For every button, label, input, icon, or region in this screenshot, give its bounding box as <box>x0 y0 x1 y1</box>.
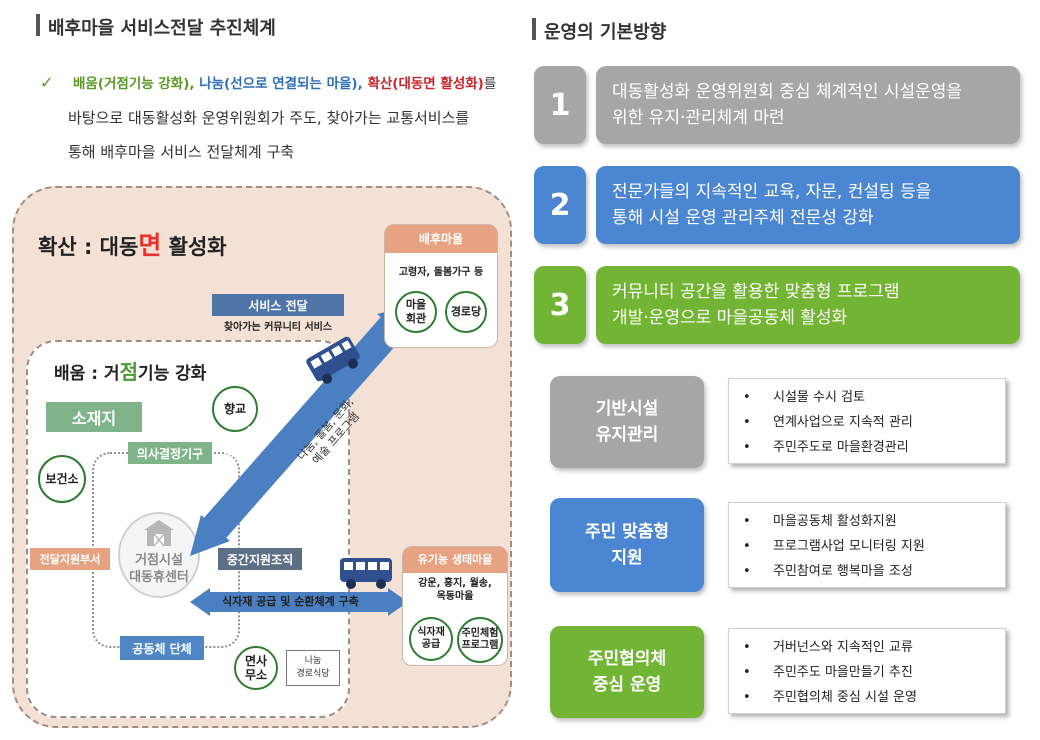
bullet-item: •시설물 수시 검토 <box>743 390 865 405</box>
category-3-tile: 주민협의체 중심 운영 <box>550 626 704 718</box>
horizontal-double-arrow <box>190 588 408 616</box>
intro-line-3: 통해 배후마을 서비스 전달체계 구축 <box>68 143 295 161</box>
direction-1-number: 1 <box>534 66 586 144</box>
bullet-item: •거버넌스와 지속적인 교류 <box>743 640 913 655</box>
food-supply-label: 식자재 공급 및 순환체계 구축 <box>222 595 359 608</box>
senior-center-circle: 경로당 <box>445 291 487 333</box>
bullet-item: •주민주도로 마을환경관리 <box>743 440 909 455</box>
category-2-bullets: •마을공동체 활성화지원 •프로그램사업 모니터링 지원 •주민참여로 행복마을… <box>728 502 1006 588</box>
check-icon: ✓ <box>40 73 54 92</box>
bus-icon-2 <box>340 558 392 589</box>
decision-body-tag: 의사결정기구 <box>128 442 212 464</box>
diagonal-double-arrow <box>190 306 410 556</box>
bullet-item: •주민협의체 중심 시설 운영 <box>743 690 917 705</box>
bogeonso-circle: 보건소 <box>38 455 86 503</box>
myeon-office-circle: 면사 무소 <box>234 646 278 690</box>
bullet-item: •프로그램사업 모니터링 지원 <box>743 539 925 554</box>
hyanggyo-circle: 향교 <box>212 386 258 432</box>
section-bar-right <box>532 18 536 40</box>
nanum-cafeteria-box: 나눔 경로식당 <box>286 650 340 686</box>
village-card-2-head: 유기농 생태마을 <box>403 547 507 573</box>
right-section-title: 운영의 기본방향 <box>544 22 667 43</box>
direction-3-card: 커뮤니티 공간을 활용한 맞춤형 프로그램 개발·운영으로 마을공동체 활성화 <box>596 266 1020 344</box>
bullet-item: •연계사업으로 지속적 관리 <box>743 415 913 430</box>
community-group-tag: 공동체 단체 <box>120 636 204 660</box>
sojaeji-tag: 소재지 <box>46 402 142 432</box>
intro-paragraph: ✓ 배움(거점기능 강화), 나눔(선으로 연결되는 마을), 확산(대동면 활… <box>40 66 510 169</box>
food-supply-circle: 식자재 공급 <box>409 617 453 661</box>
village-card-2-sub: 강운, 홍지, 월송, 옥동마을 <box>418 578 492 602</box>
bullet-item: •주민참여로 행복마을 조성 <box>743 564 913 579</box>
bullet-item: •마을공동체 활성화지원 <box>743 514 897 529</box>
bus-icon <box>306 336 360 384</box>
section-bar-left <box>36 14 40 36</box>
learning-title: 배움 : 거점기능 강화 <box>54 360 207 384</box>
village-card-1-head: 배후마을 <box>385 225 497 253</box>
intro-line-2: 바탕으로 대동활성화 운영위원회가 주도, 찾아가는 교통서비스를 <box>68 109 470 127</box>
hub-center-label: 거점시설 대동휴센터 <box>129 553 189 585</box>
village-card-1: 배후마을 고령자, 돌봄가구 등 마을 회관 경로당 <box>384 224 498 348</box>
service-delivery-tag: 서비스 전달 <box>212 294 344 316</box>
category-1-tile: 기반시설 유지관리 <box>550 376 704 468</box>
category-2-tile: 주민 맞춤형 지원 <box>550 498 704 592</box>
direction-2-card: 전문가들의 지속적인 교육, 자문, 컨설팅 등을 통해 시설 운영 관리주체 … <box>596 166 1020 244</box>
category-1-bullets: •시설물 수시 검토 •연계사업으로 지속적 관리 •주민주도로 마을환경관리 <box>728 378 1006 464</box>
direction-2-number: 2 <box>534 166 586 244</box>
village-card-1-sub: 고령자, 돌봄가구 등 <box>398 267 484 278</box>
delivery-dept-tag: 전달지원부서 <box>30 548 110 570</box>
category-3-bullets: •거버넌스와 지속적인 교류 •주민주도 마을만들기 추진 •주민협의체 중심 … <box>728 628 1006 714</box>
left-section-title: 배후마을 서비스전달 추진체계 <box>48 18 276 39</box>
barn-icon <box>144 520 174 547</box>
resident-program-circle: 주민체험 프로그램 <box>457 617 503 663</box>
village-hall-circle: 마을 회관 <box>395 291 437 333</box>
expansion-title: 확산 : 대동면 활성화 <box>38 231 227 260</box>
village-card-2: 유기농 생태마을 강운, 홍지, 월송, 옥동마을 식자재 공급 주민체험 프로… <box>402 546 508 666</box>
bullet-item: •주민주도 마을만들기 추진 <box>743 665 913 680</box>
mid-support-org-tag: 중간지원조직 <box>218 548 302 570</box>
intro-nanum: 나눔(선으로 연결되는 마을) <box>199 76 358 92</box>
intro-hwaksan: 확산(대동면 활성화) <box>367 76 484 92</box>
direction-1-card: 대동활성화 운영위원회 중심 체계적인 시설운영을 위한 유지·관리체계 마련 <box>596 66 1020 144</box>
direction-3-number: 3 <box>534 266 586 344</box>
intro-baeum: 배움(거점기능 강화) <box>72 76 190 92</box>
service-delivery-sub: 찾아가는 커뮤니티 서비스 <box>223 322 333 333</box>
